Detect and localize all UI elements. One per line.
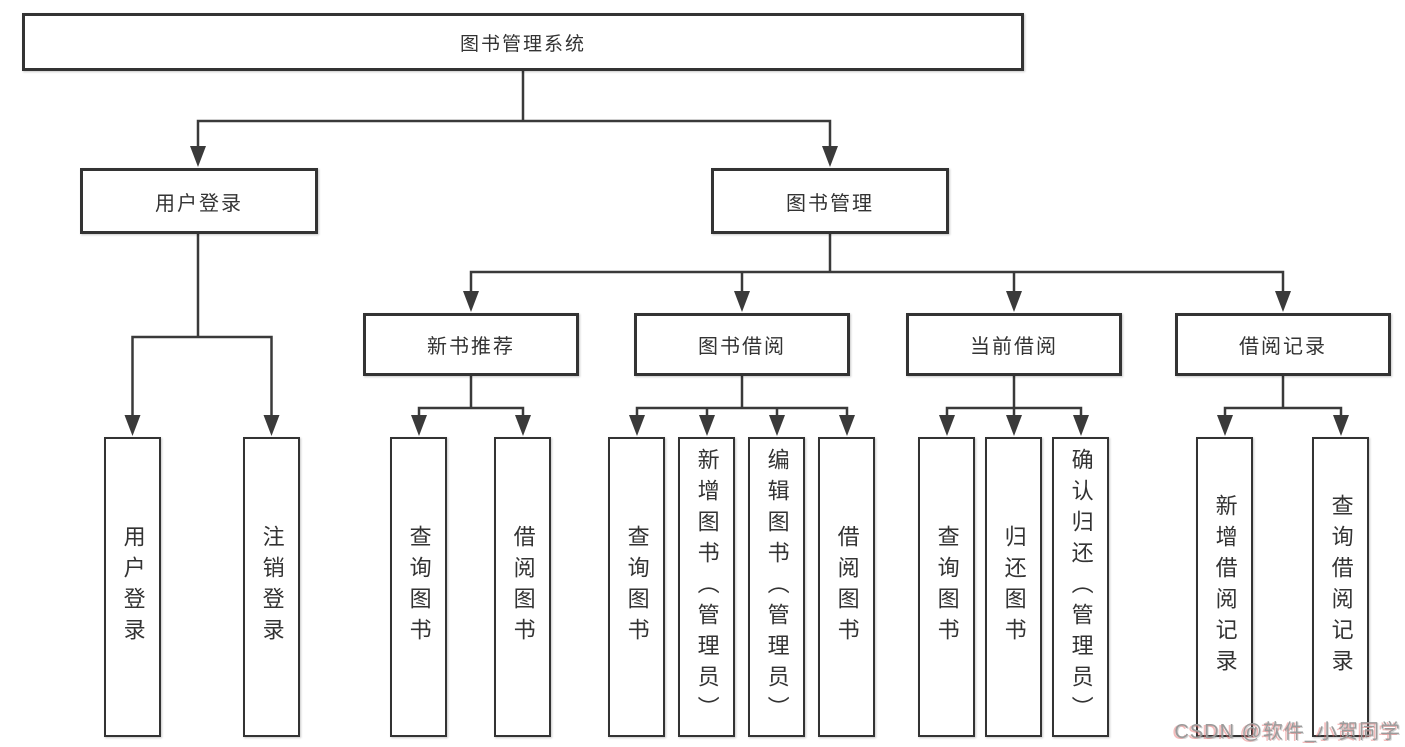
leaf-return-books: 归还图书	[985, 437, 1042, 737]
leaf-query-books-current: 查询图书	[918, 437, 975, 737]
leaf-label: 查询图书	[406, 525, 432, 649]
arrowhead-icons	[124, 146, 1349, 436]
connector-new-book-to-children	[417, 374, 525, 420]
node-label: 用户登录	[155, 192, 243, 215]
leaf-label: 查询图书	[934, 525, 960, 649]
node-label: 借阅记录	[1239, 336, 1327, 358]
connector-book-mgmt-to-level3	[469, 232, 1285, 296]
connector-book-borrow-to-children	[635, 374, 849, 420]
leaf-add-books-admin: 新增图书（管理员）	[678, 437, 735, 737]
node-label: 图书管理系统	[459, 33, 586, 55]
leaf-query-books-borrow: 查询图书	[608, 437, 665, 737]
leaf-query-borrow-record: 查询借阅记录	[1312, 437, 1369, 737]
node-label: 图书管理	[786, 192, 874, 215]
leaf-edit-books-admin: 编辑图书（管理员）	[748, 437, 805, 737]
node-book-management: 图书管理	[711, 168, 949, 234]
node-current-borrowing: 当前借阅	[906, 313, 1122, 376]
leaf-label: 编辑图书（管理员）	[764, 447, 790, 727]
node-label: 新书推荐	[427, 336, 515, 358]
leaf-label: 确认归还（管理员）	[1068, 447, 1094, 727]
leaf-query-books-recommend: 查询图书	[390, 437, 447, 737]
leaf-confirm-return-admin: 确认归还（管理员）	[1052, 437, 1109, 737]
leaf-label: 借阅图书	[834, 525, 860, 649]
node-book-borrowing: 图书借阅	[634, 313, 850, 376]
leaf-label: 注销登录	[259, 525, 285, 649]
connector-user-login-to-children	[131, 232, 273, 420]
leaf-logout: 注销登录	[243, 437, 300, 737]
node-user-login: 用户登录	[80, 168, 318, 234]
node-label: 图书借阅	[698, 336, 786, 358]
csdn-watermark: CSDN @软件_小贺同学	[1174, 721, 1401, 743]
leaf-label: 新增借阅记录	[1212, 494, 1238, 680]
connector-root-to-level2	[196, 69, 832, 152]
leaf-borrow-books: 借阅图书	[818, 437, 875, 737]
leaf-label: 查询借阅记录	[1328, 494, 1354, 680]
leaf-label: 归还图书	[1001, 525, 1027, 649]
leaf-label: 借阅图书	[510, 525, 536, 649]
node-borrowing-records: 借阅记录	[1175, 313, 1391, 376]
node-new-book-recommend: 新书推荐	[363, 313, 579, 376]
connector-current-borrow-to-children	[945, 374, 1083, 420]
leaf-add-borrow-record: 新增借阅记录	[1196, 437, 1253, 737]
connector-borrow-record-to-children	[1223, 374, 1343, 420]
node-label: 当前借阅	[970, 336, 1058, 358]
node-root-library-system: 图书管理系统	[22, 13, 1024, 71]
leaf-label: 新增图书（管理员）	[694, 447, 720, 727]
leaf-label: 用户登录	[120, 525, 146, 649]
leaf-label: 查询图书	[624, 525, 650, 649]
leaf-borrow-books-recommend: 借阅图书	[494, 437, 551, 737]
leaf-user-login: 用户登录	[104, 437, 161, 737]
